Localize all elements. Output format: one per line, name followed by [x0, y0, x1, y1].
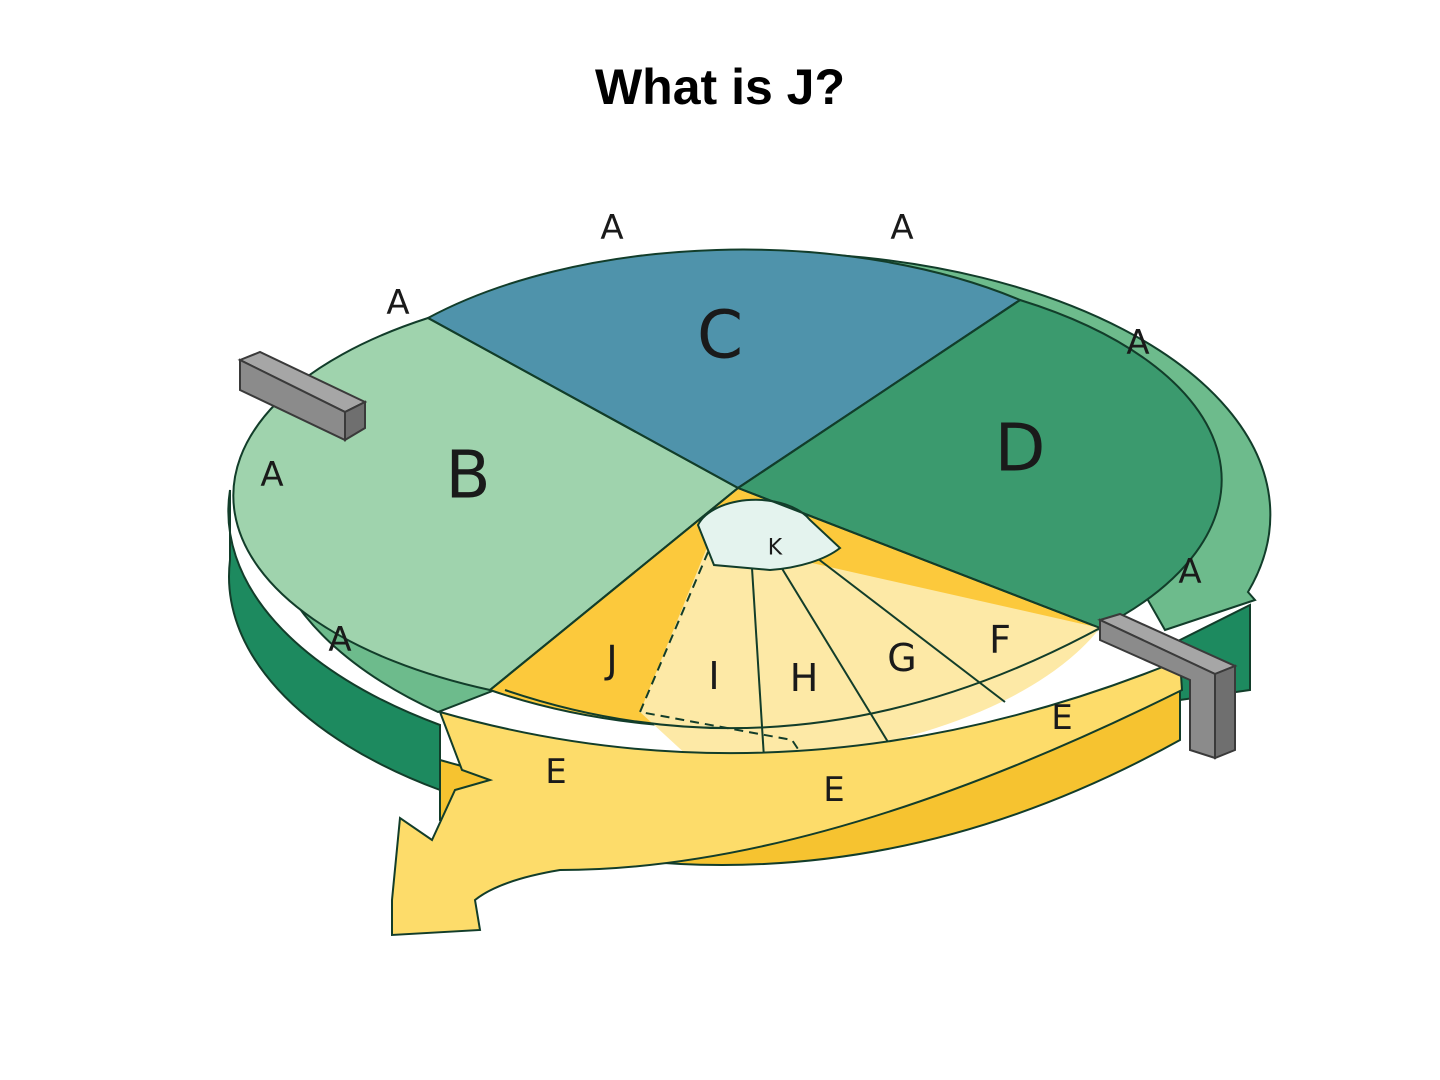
label-e-right: E — [1051, 698, 1072, 738]
label-k: K — [768, 536, 783, 561]
label-a-upper-left: A — [386, 283, 409, 323]
label-a-left: A — [260, 455, 283, 495]
label-a-lower-left: A — [328, 620, 351, 660]
label-a-top-right: A — [890, 208, 913, 248]
label-a-lower-right: A — [1178, 552, 1201, 592]
label-b: B — [445, 437, 490, 514]
label-d: D — [995, 410, 1046, 487]
label-j: J — [604, 638, 617, 682]
label-e-left: E — [545, 752, 566, 792]
label-g: G — [887, 636, 916, 680]
label-i: I — [708, 654, 719, 698]
label-a-upper-right: A — [1126, 323, 1149, 363]
label-h: H — [790, 656, 819, 700]
label-f: F — [989, 618, 1011, 662]
label-c: C — [697, 297, 743, 374]
label-a-top-left: A — [600, 208, 623, 248]
label-e-center: E — [823, 770, 844, 810]
